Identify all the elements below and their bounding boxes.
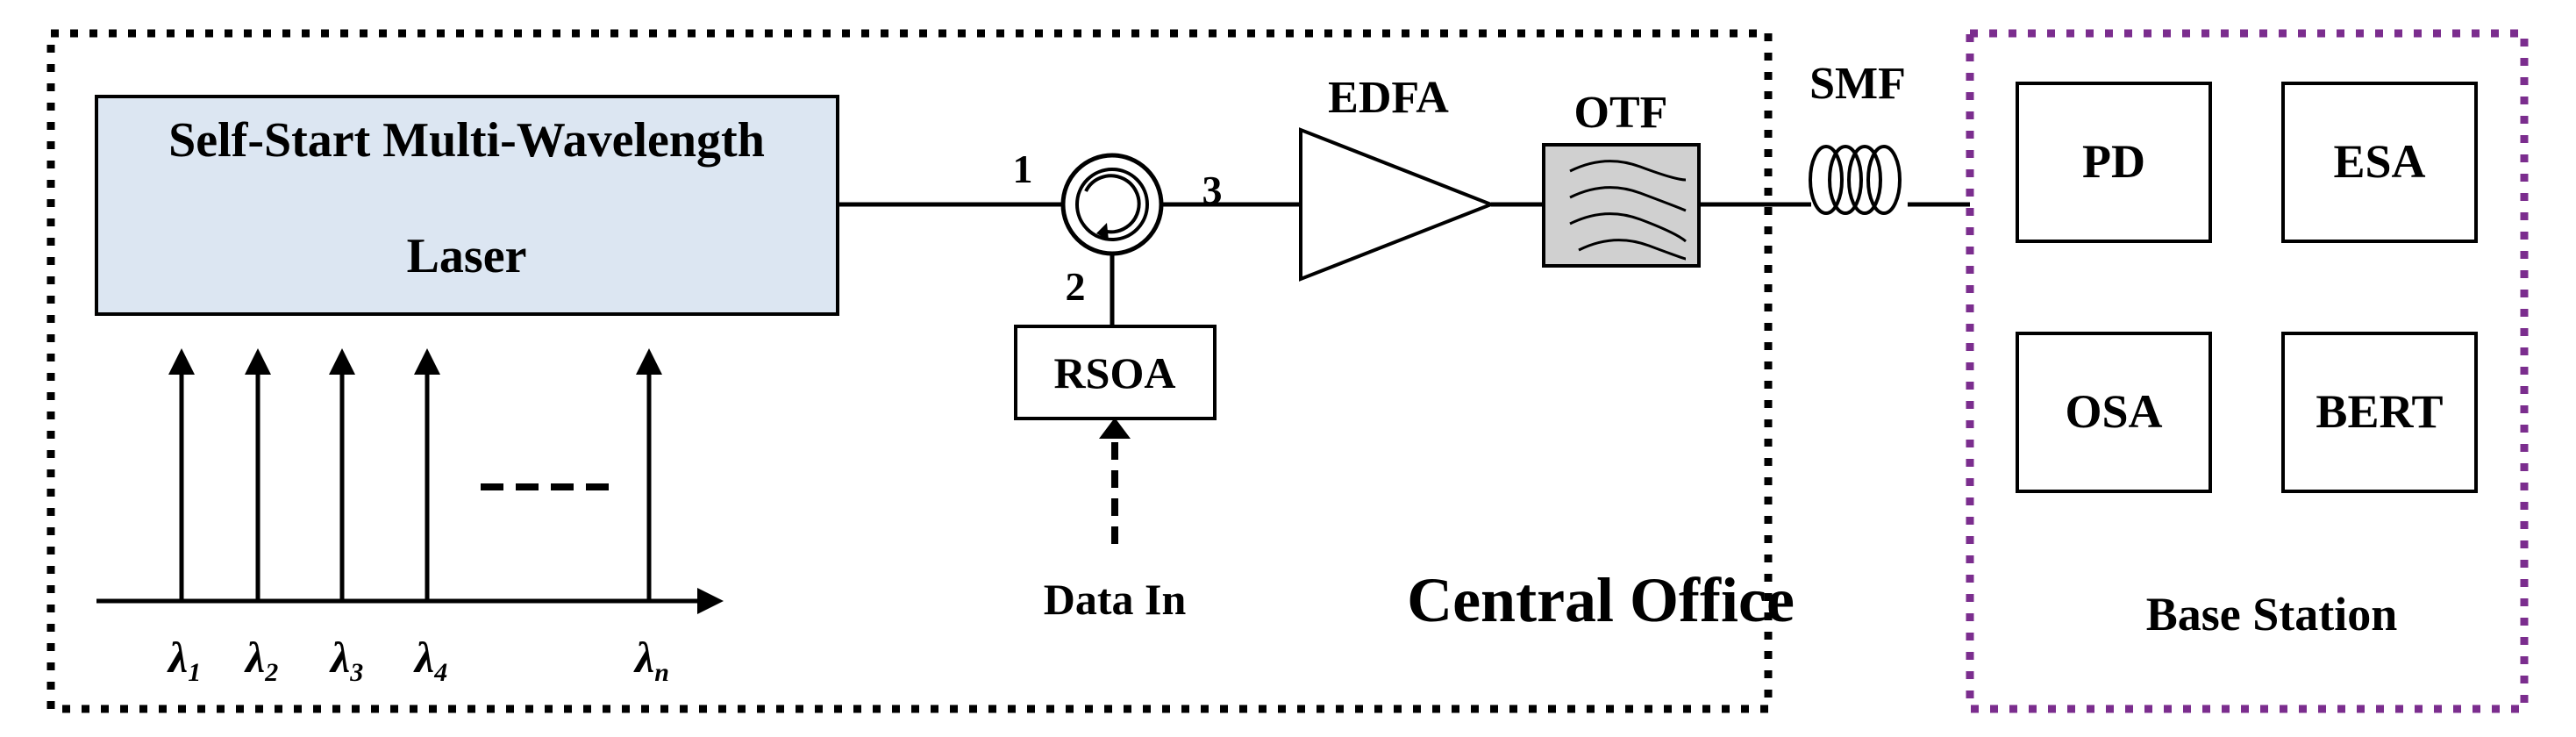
rsoa-label: RSOA [1054,348,1176,397]
edfa-triangle [1299,127,1496,282]
coil-loop-4 [1866,145,1902,215]
circulator-port-3: 3 [1202,168,1223,212]
central-office-label: Central Office [1407,565,1795,635]
laser-block: Self-Start Multi-Wavelength Laser [95,95,839,316]
coil-loop-1 [1809,145,1844,215]
laser-label-line2: Laser [407,229,527,283]
smf-fiber-coil: SMF [1809,59,1906,215]
wavelength-label-1: λ1 [167,633,201,687]
base-station-label: Base Station [2146,588,2398,640]
rsoa-box [1014,325,1217,420]
rsoa-block: RSOA Data In [1014,325,1217,624]
esa-label: ESA [2333,135,2425,188]
base-station-devices: PD ESA OSA BERT [2016,82,2478,493]
optical-circulator: 1 3 2 [1013,147,1223,309]
edfa-label: EDFA [1328,73,1449,123]
wavelength-label-2: λ2 [244,633,278,687]
circulator-rotation-arrow [1084,174,1141,234]
data-in-label: Data In [1044,575,1187,624]
wavelength-label-n: λn [633,633,669,687]
circulator-inner [1075,168,1149,241]
smf-label: SMF [1809,59,1906,109]
osa-label: OSA [2065,385,2162,438]
otf-curve-1 [1569,160,1687,182]
laser-box [95,95,839,316]
esa-box [2281,82,2478,243]
wavelength-spectrum: λ1 λ2 λ3 λ4 λn [96,348,724,687]
wavelength-label-4: λ4 [413,633,447,687]
pd-label: PD [2082,135,2145,188]
circulator-arrowhead [1096,223,1109,240]
otf-curve-3 [1569,212,1687,243]
circulator-port-1: 1 [1013,147,1033,191]
data-in-arrowhead [1099,418,1131,439]
otf-curve-2 [1569,186,1687,212]
coil-loop-2 [1828,145,1863,215]
bert-label: BERT [2316,385,2443,438]
laser-label-line1: Self-Start Multi-Wavelength [168,113,765,168]
base-station-border [1966,29,2529,713]
circulator-port-2: 2 [1066,264,1086,309]
otf-filter: OTF [1542,88,1701,268]
otf-label: OTF [1574,88,1668,138]
edfa-amplifier: EDFA [1299,73,1496,282]
wavelength-label-3: λ3 [329,633,363,687]
pd-box [2016,82,2212,243]
bert-box [2281,332,2478,493]
otf-curve-4 [1578,239,1687,261]
osa-box [2016,332,2212,493]
coil-loop-3 [1847,145,1882,215]
